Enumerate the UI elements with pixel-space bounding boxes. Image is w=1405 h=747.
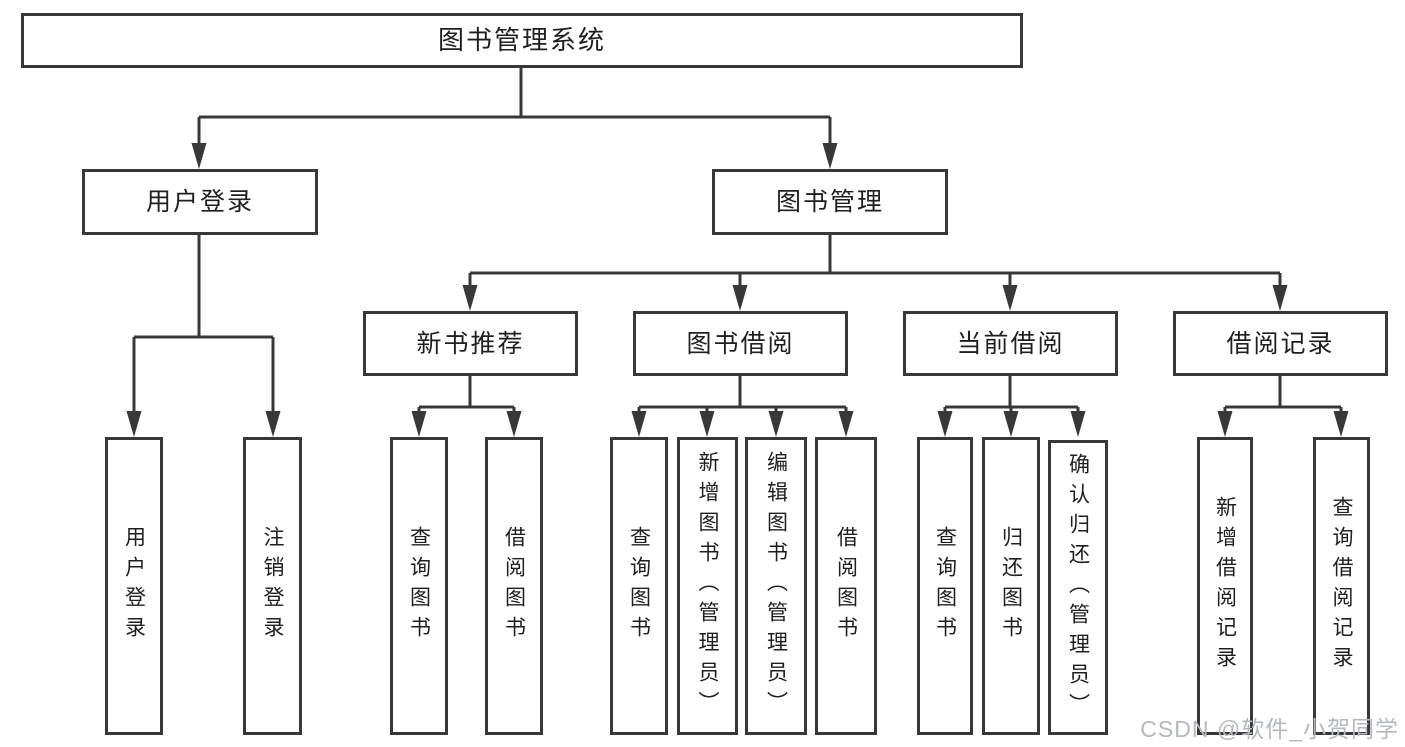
node-current-borrow-label: 当前借阅 [956, 329, 1065, 358]
leaf-query-borrow-record: 查询借阅记录 [1313, 437, 1370, 735]
node-root: 图书管理系统 [21, 13, 1023, 68]
leaf-edit-book-admin-label: 编辑图书（管理员） [764, 451, 788, 721]
leaf-query-books-recommend-label: 查询图书 [407, 526, 431, 646]
node-book-borrow: 图书借阅 [633, 311, 848, 376]
node-new-book-recommend: 新书推荐 [363, 311, 578, 376]
arrowhead [462, 285, 478, 311]
node-borrow-records-label: 借阅记录 [1226, 329, 1335, 358]
arrowhead [126, 411, 142, 437]
node-current-borrow: 当前借阅 [903, 311, 1118, 376]
arrowheads [126, 143, 1349, 437]
leaf-edit-book-admin: 编辑图书（管理员） [745, 437, 807, 735]
leaf-query-books-borrow: 查询图书 [610, 437, 668, 735]
arrowhead [768, 411, 784, 437]
arrowhead [732, 285, 748, 311]
arrowhead [937, 411, 953, 437]
arrowhead [191, 143, 207, 169]
leaf-borrow-books-recommend: 借阅图书 [485, 437, 543, 735]
leaf-user-login-label: 用户登录 [122, 526, 146, 646]
arrowhead [411, 411, 427, 437]
leaf-add-borrow-record-label: 新增借阅记录 [1213, 496, 1237, 676]
node-book-borrow-label: 图书借阅 [686, 329, 795, 358]
leaf-confirm-return-admin: 确认归还（管理员） [1048, 440, 1108, 735]
leaf-borrow-books-recommend-label: 借阅图书 [502, 526, 526, 646]
node-book-management: 图书管理 [712, 169, 948, 235]
arrowhead [1217, 411, 1233, 437]
node-user-login: 用户登录 [82, 169, 318, 235]
arrowhead [1272, 285, 1288, 311]
arrowhead [631, 411, 647, 437]
tree-edges [132, 68, 1343, 414]
arrowhead [265, 411, 281, 437]
leaf-confirm-return-admin-label: 确认归还（管理员） [1066, 452, 1090, 723]
node-new-book-recommend-label: 新书推荐 [416, 329, 525, 358]
leaf-query-books-borrow-label: 查询图书 [627, 526, 651, 646]
leaf-borrow-books-label: 借阅图书 [834, 526, 858, 646]
leaf-add-book-admin: 新增图书（管理员） [677, 437, 738, 735]
node-root-label: 图书管理系统 [437, 24, 606, 55]
leaf-user-login: 用户登录 [105, 437, 163, 735]
leaf-query-books-current: 查询图书 [917, 437, 973, 735]
arrowhead [822, 143, 838, 169]
node-user-login-label: 用户登录 [145, 188, 254, 216]
leaf-return-book: 归还图书 [982, 437, 1040, 735]
arrowhead [699, 411, 715, 437]
arrowhead [1070, 411, 1086, 437]
node-borrow-records: 借阅记录 [1173, 311, 1388, 376]
leaf-return-book-label: 归还图书 [999, 526, 1023, 646]
leaf-borrow-books: 借阅图书 [815, 437, 877, 735]
leaf-logout-login: 注销登录 [243, 437, 302, 735]
leaf-logout-login-label: 注销登录 [261, 526, 284, 646]
arrowhead [1003, 411, 1019, 437]
arrowhead [838, 411, 854, 437]
node-book-management-label: 图书管理 [775, 188, 884, 216]
leaf-query-borrow-record-label: 查询借阅记录 [1330, 496, 1353, 676]
leaf-query-books-recommend: 查询图书 [390, 437, 448, 735]
arrowhead [1002, 285, 1018, 311]
leaf-add-borrow-record: 新增借阅记录 [1197, 437, 1253, 735]
watermark-text: CSDN @软件_小贺同学 [1140, 716, 1399, 742]
arrowhead [506, 411, 522, 437]
leaf-add-book-admin-label: 新增图书（管理员） [696, 451, 719, 721]
arrowhead [1333, 411, 1349, 437]
leaf-query-books-current-label: 查询图书 [933, 526, 957, 646]
